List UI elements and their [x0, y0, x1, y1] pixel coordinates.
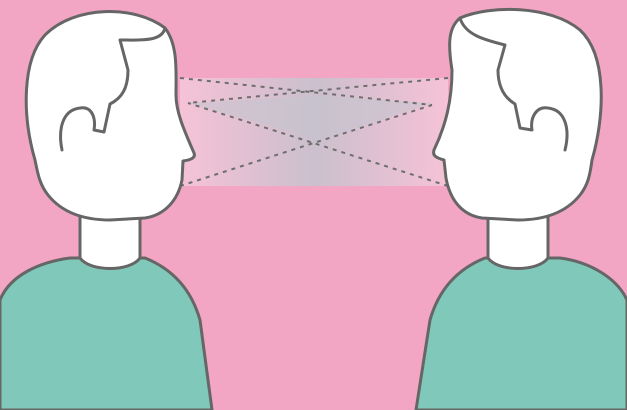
left-person-shirt: [0, 258, 212, 410]
left-person-head: [26, 12, 194, 220]
gaze-icon: [180, 78, 448, 186]
